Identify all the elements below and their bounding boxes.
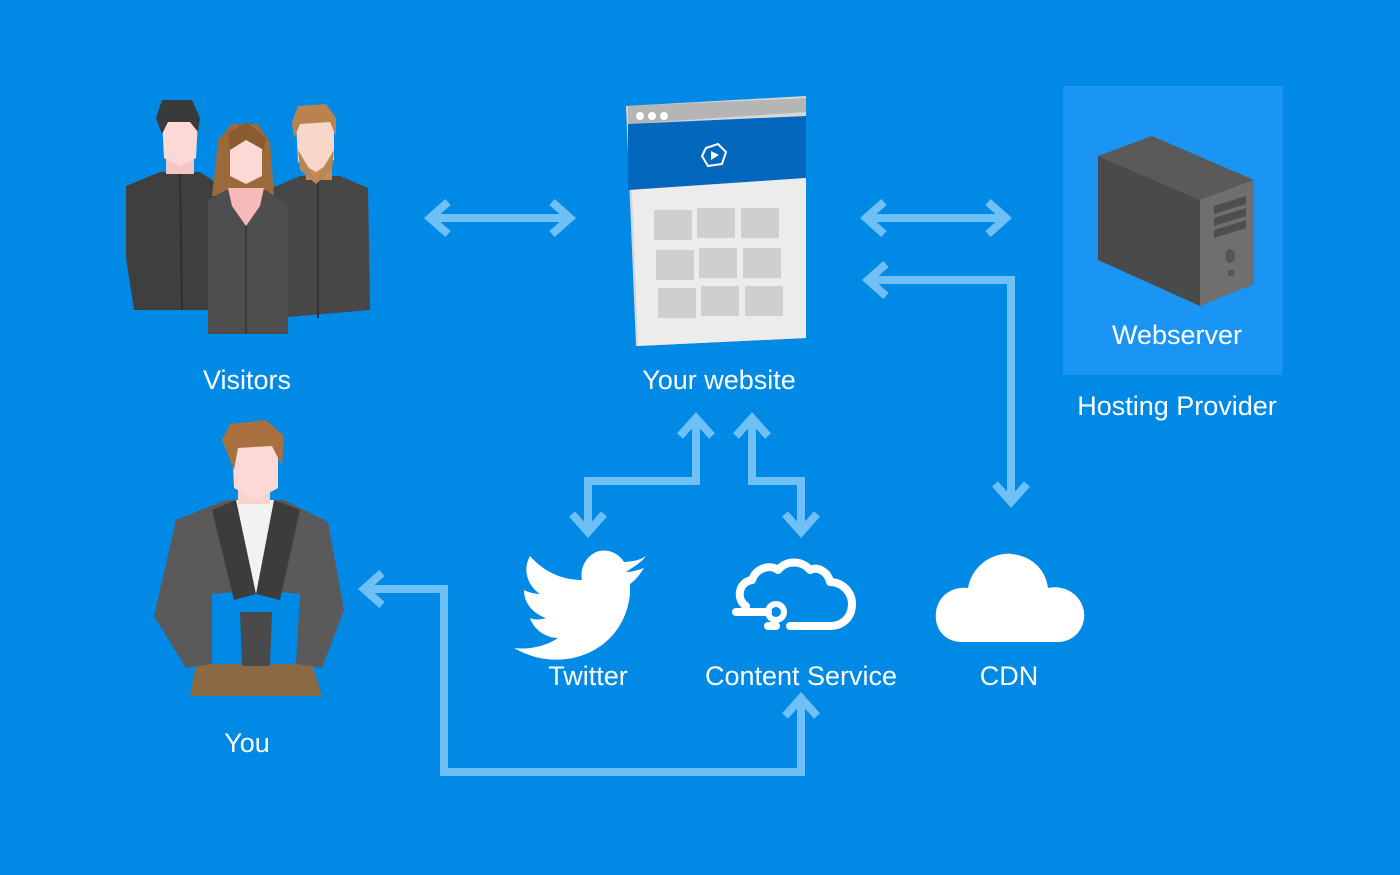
server-tower-icon [1098, 136, 1254, 306]
browser-window-icon [626, 96, 806, 346]
cloud-connector-icon [732, 558, 856, 630]
arrow-content-service-you [357, 570, 820, 776]
cloud-icon [935, 553, 1085, 642]
connectors [357, 199, 1030, 776]
twitter-bird-icon [514, 550, 646, 660]
person-suit-icon [154, 420, 344, 696]
twitter-label: Twitter [548, 661, 628, 691]
arrow-website-twitter [569, 411, 715, 539]
visitors-label: Visitors [202, 365, 292, 395]
content-service-label: Content Service [704, 661, 898, 691]
website-label: Your website [642, 365, 796, 395]
visitors-group-icon [126, 100, 370, 334]
visitor-man-left [126, 100, 224, 311]
arrow-website-content-service [733, 411, 820, 539]
cdn-label: CDN [979, 661, 1039, 691]
website-logo-icon [700, 142, 728, 168]
visitor-woman [208, 122, 288, 334]
webserver-label: Webserver [1111, 320, 1243, 350]
you-label: You [224, 728, 270, 758]
arrow-visitors-website [423, 199, 577, 237]
visitor-man-right [272, 104, 370, 318]
arrow-website-cdn [861, 261, 1030, 509]
hosting-provider-label: Hosting Provider [1077, 391, 1277, 421]
arrow-website-webserver [859, 199, 1013, 237]
